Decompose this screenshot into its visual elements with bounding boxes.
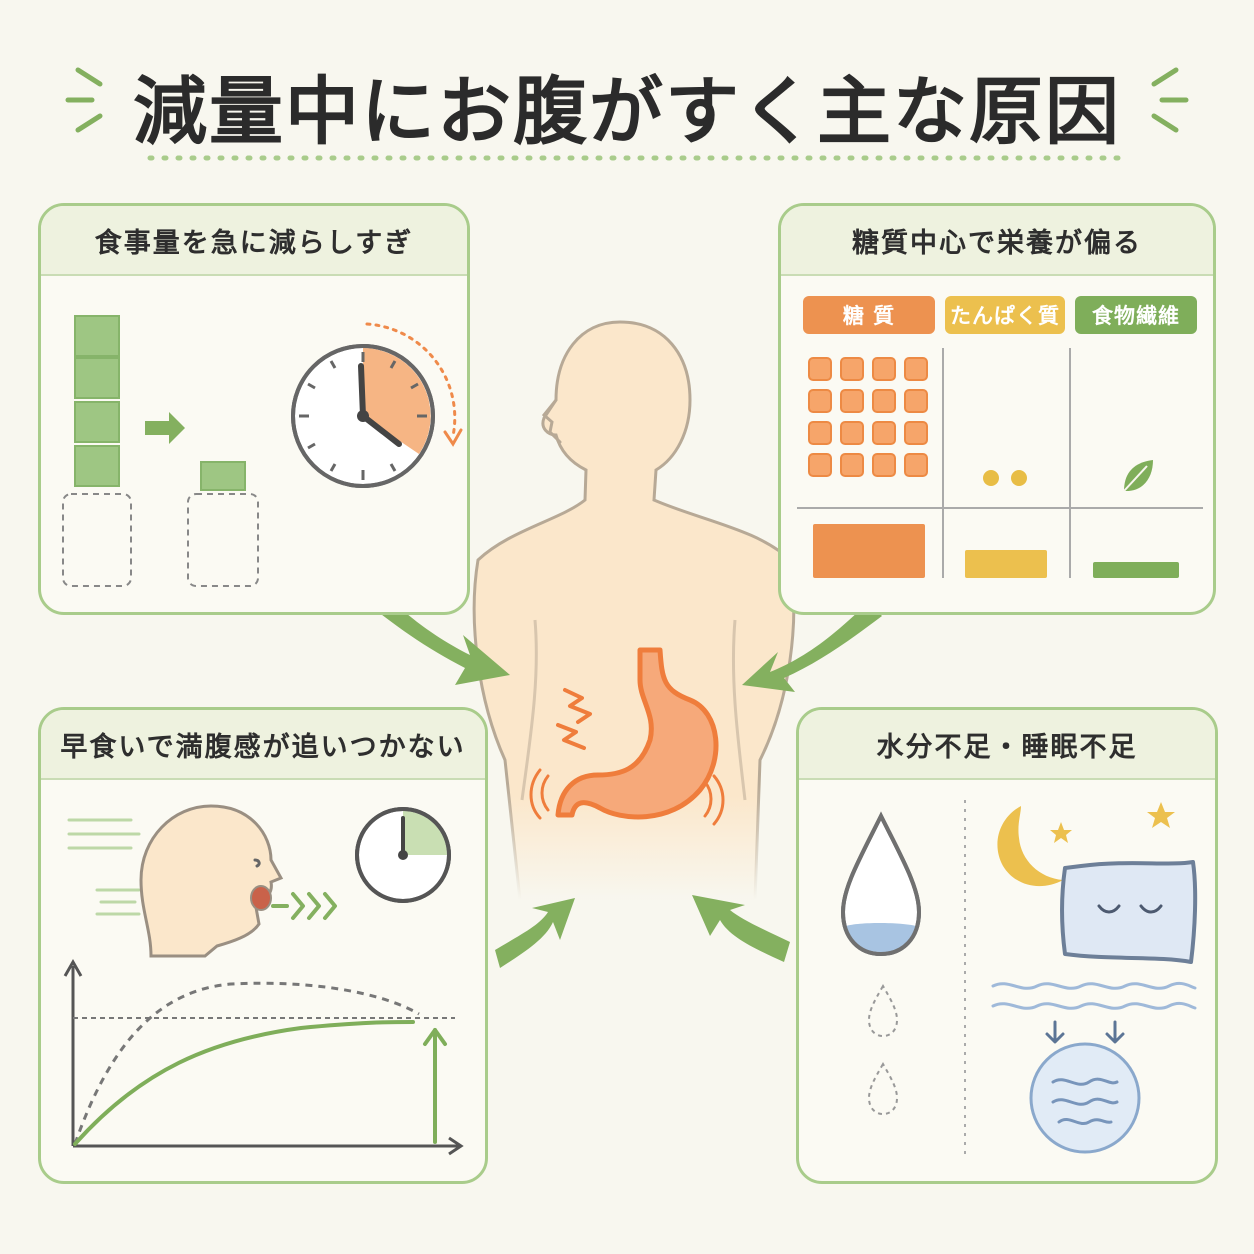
water-drop-icon <box>840 811 922 957</box>
satiety-illustration <box>63 804 464 1156</box>
panel-heading: 早食いで満腹感が追いつかない <box>41 710 485 780</box>
panel-heading: 水分不足・睡眠不足 <box>799 710 1215 780</box>
carb-square <box>872 389 896 413</box>
panel-water-sleep: 水分不足・睡眠不足 <box>796 707 1218 1184</box>
carb-square <box>872 421 896 445</box>
carb-square <box>872 453 896 477</box>
moon-icon <box>997 806 1063 887</box>
carb-square <box>904 389 928 413</box>
star-icon <box>1147 802 1175 828</box>
clock-icon <box>355 807 451 903</box>
tag-fiber: 食物繊維 <box>1075 296 1197 334</box>
carb-square <box>872 357 896 381</box>
clock-icon <box>291 322 463 488</box>
carb-square <box>840 389 864 413</box>
carb-square <box>904 357 928 381</box>
carb-square <box>808 357 832 381</box>
page-title: 減量中にお腹がすく主な原因 <box>133 69 1121 155</box>
carb-square <box>904 453 928 477</box>
carb-square <box>808 421 832 445</box>
star-icon <box>1050 822 1072 843</box>
stomach-icon <box>555 647 719 820</box>
nutrient-chart <box>797 348 1203 578</box>
pillow-icon <box>1060 860 1198 964</box>
panel-portion-cut: 食事量を急に減らしすぎ <box>38 203 470 615</box>
leaf-icon <box>1123 460 1153 492</box>
panel-nutrient-balance: 糖質中心で栄養が偏る 糖 質 たんぱく質 食物繊維 <box>778 203 1216 615</box>
face-eating-icon <box>139 804 284 958</box>
panel-eating-fast: 早食いで満腹感が追いつかない <box>38 707 488 1184</box>
tag-carbs: 糖 質 <box>803 296 935 334</box>
carb-square <box>904 421 928 445</box>
carb-square <box>840 421 864 445</box>
carb-square <box>808 453 832 477</box>
carb-square <box>808 389 832 413</box>
panel-heading: 食事量を急に減らしすぎ <box>41 206 467 276</box>
portion-illustration <box>62 315 463 587</box>
panel-heading: 糖質中心で栄養が偏る <box>781 206 1213 276</box>
water-sleep-illustration <box>840 800 1198 1160</box>
carb-square <box>840 357 864 381</box>
tag-protein: たんぱく質 <box>945 296 1065 334</box>
carb-square <box>840 453 864 477</box>
